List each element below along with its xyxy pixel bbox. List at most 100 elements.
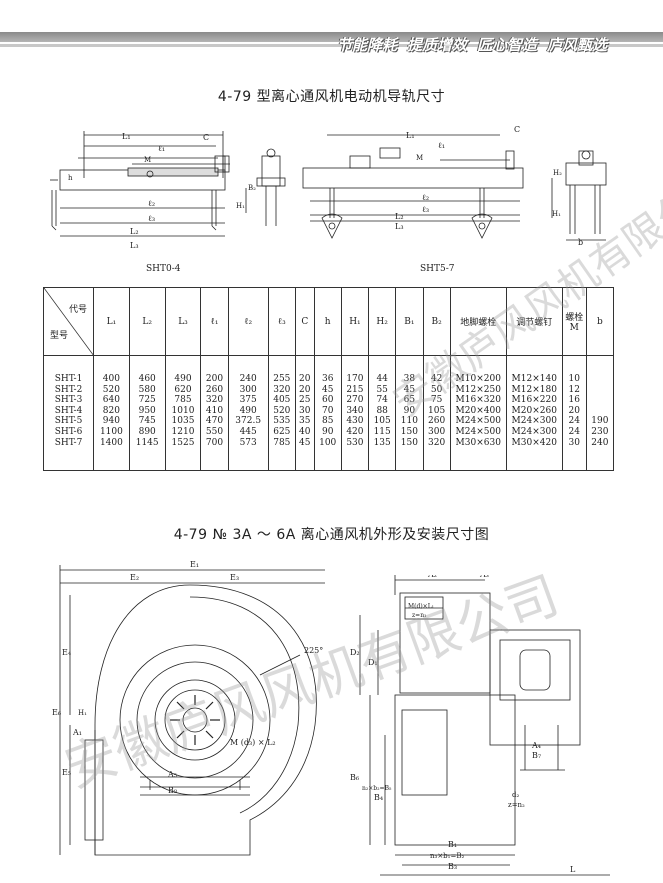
label-H2-right: H₂ [553, 169, 562, 177]
table-cell: 785 [273, 437, 291, 448]
table-cell: 300 [428, 426, 446, 437]
table-cell: 620 [174, 384, 192, 395]
table-cell: M30×420 [511, 437, 557, 448]
header-slogans: 节能降耗 提质增效 匠心智造 庐风甄选 [337, 34, 607, 55]
table-cell: 20 [299, 384, 311, 395]
table-cell: 260 [428, 416, 446, 427]
table-cell: M24×300 [511, 416, 557, 427]
table-cell: 940 [102, 416, 120, 427]
slogan-4: 庐风甄选 [546, 36, 607, 54]
table-cell: 340 [346, 405, 364, 416]
table-cell [587, 385, 613, 396]
col-header: B₁ [395, 287, 424, 356]
label-M-d3-L2: M (d₃) × L₂ [230, 738, 276, 747]
table-cell: 520 [273, 405, 291, 416]
rail-front-left [50, 131, 230, 237]
table-cell: 300 [239, 384, 257, 395]
col-header: H₁ [340, 287, 370, 356]
col-header: ℓ₃ [267, 287, 296, 356]
slogan-2: 提质增效 [406, 36, 467, 54]
label-b-right: b [578, 238, 583, 247]
table-cell: 45 [299, 437, 311, 448]
table-cell: 20 [568, 405, 580, 416]
col-header: C [294, 287, 315, 356]
table-cell: 110 [400, 416, 418, 427]
table-cell: 88 [376, 405, 388, 416]
header-bar-stripe [0, 44, 663, 47]
label-L: L [570, 865, 576, 874]
table-cell: M12×180 [511, 384, 557, 395]
rail-spec-table: 代号 型号 L₁ L₂ L₃ ℓ₁ ℓ₂ ℓ₃ C h H₁ H₂ B₁ B₂ … [43, 287, 615, 471]
table-cell: 1035 [171, 416, 195, 427]
label-B6: B₆ [350, 773, 359, 782]
table-cell: 16 [568, 395, 580, 406]
table-cell: M24×300 [511, 426, 557, 437]
table-cell: 65 [403, 395, 416, 406]
table-cell: 820 [102, 405, 120, 416]
table-cell: 535 [273, 416, 291, 427]
table-cell: M16×220 [511, 395, 557, 406]
table-cell: 105 [428, 405, 446, 416]
label-D2: D₂ [350, 648, 360, 657]
table-cell: 115 [373, 426, 391, 437]
table-cell: 40 [299, 426, 311, 437]
table-cell: 20 [299, 374, 311, 384]
table-cell: 150 [400, 426, 418, 437]
label-L2-right: L₂ [395, 212, 404, 221]
table-cell [587, 395, 613, 406]
col-header: b [585, 287, 615, 356]
table-cell: 55 [376, 384, 388, 395]
table-cell [587, 406, 613, 417]
col-header: h [313, 287, 342, 356]
table-cell: 24 [568, 426, 580, 437]
table-cell: 100 [319, 437, 337, 448]
label-z-n2: z=n₂ [508, 801, 525, 809]
rail-side-right [551, 150, 607, 241]
table-cell: 255 [273, 374, 291, 384]
label-M-left: M [144, 156, 151, 164]
label-B4: B₄ [374, 793, 383, 802]
header-code: 代号 [68, 305, 87, 315]
table-cell: M20×400 [455, 405, 501, 416]
table-cell: 372.5 [235, 416, 262, 427]
table-cell: 573 [239, 437, 257, 448]
table-cell: 890 [138, 426, 156, 437]
table-cell: 445 [239, 426, 257, 437]
table-cell: 44 [376, 374, 388, 384]
label-A1: A₁ [72, 728, 82, 737]
label-B2-left: B₂ [248, 184, 256, 192]
table-cell: 200 [205, 374, 224, 384]
label-Md-L1: M(d)×L₁ [408, 603, 434, 610]
table-cell: 240 [591, 437, 609, 448]
table-cell: 400 [102, 374, 120, 384]
label-D1: D₁ [368, 658, 378, 667]
table-cell: 490 [239, 405, 257, 416]
fan-outline-drawing: E₁ E₂ E₃ E₄ E₆ E₅ A₁ H₁ A₅ B₈ 225° M (d₃… [52, 560, 325, 856]
label-l1-right: ℓ₁ [438, 141, 445, 150]
table-cell: 375 [239, 395, 257, 406]
col-header: 螺栓 M [561, 287, 587, 356]
label-E4: E₄ [62, 648, 71, 657]
label-L3-right: L₃ [395, 222, 404, 231]
table-cell: 36 [321, 374, 334, 384]
table-cell: 215 [346, 384, 364, 395]
table-cell: M20×260 [511, 405, 557, 416]
table-cell: 135 [373, 437, 391, 448]
table-cell: M24×500 [455, 426, 501, 437]
table-cell: 24 [568, 416, 580, 427]
label-n2b2-B5: n₂×b₂=B₅ [362, 785, 392, 792]
table-cell: 30 [299, 405, 311, 416]
col-header: ℓ₂ [227, 287, 269, 356]
table-cell: 1010 [171, 405, 195, 416]
table-cell: 700 [205, 437, 224, 448]
table-cell: 950 [138, 405, 156, 416]
label-E1: E₁ [190, 560, 199, 569]
label-B7: B₇ [532, 751, 541, 760]
